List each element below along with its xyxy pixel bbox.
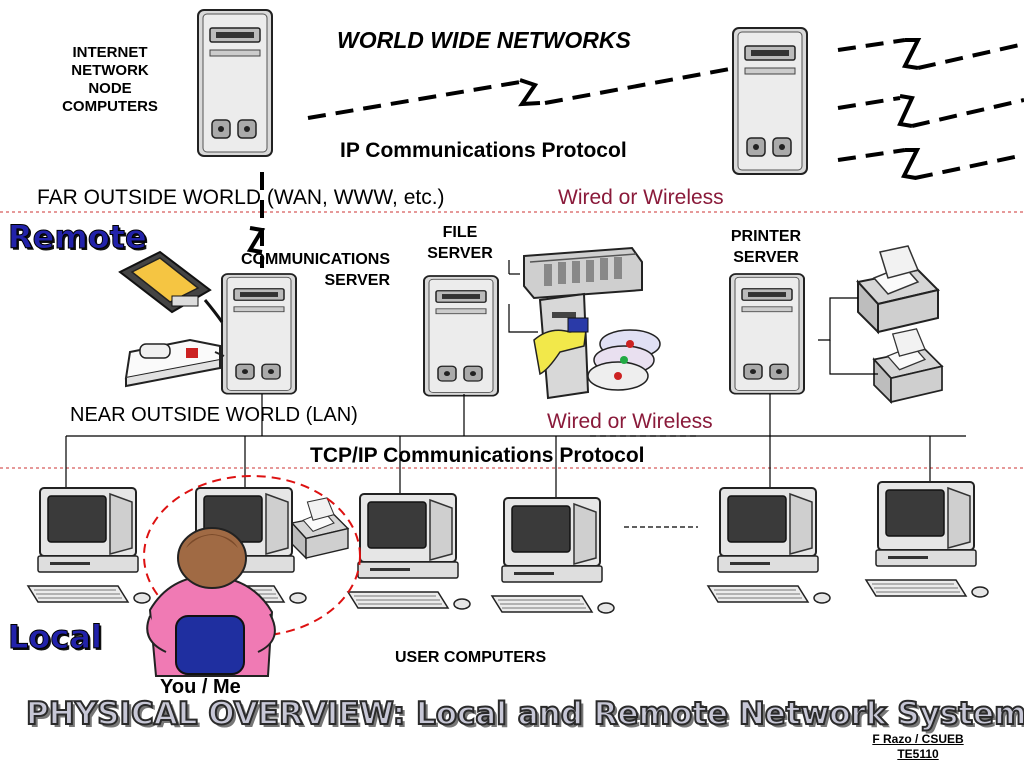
ip-protocol-label: IP Communications Protocol [340, 139, 627, 162]
user-computers-label: USER COMPUTERS [395, 649, 547, 666]
storage-array-icon [523, 246, 643, 300]
telephone-icon [124, 338, 225, 388]
internet-node-computer-1 [197, 9, 273, 157]
world-wide-networks-title: WORLD WIDE NETWORKS [337, 27, 631, 53]
user-person-icon [146, 527, 276, 677]
internet-node-computer-2 [732, 27, 808, 175]
wan-links [260, 38, 1024, 268]
wired-wireless-top-label: Wired or Wireless [558, 186, 724, 209]
cd-discs-icon [587, 329, 661, 391]
internet-node-line-3: NODE [88, 80, 132, 97]
you-me-label: You / Me [160, 676, 241, 698]
printer-icon-2 [873, 328, 943, 403]
main-title-wordart: PHYSICAL OVERVIEW: Local and Remote Netw… [25, 695, 1024, 733]
file-server-tower [423, 275, 499, 397]
internet-node-line-4: COMPUTERS [62, 98, 158, 115]
user-computer-1 [27, 487, 151, 604]
file-server-label: FILE SERVER [400, 222, 520, 264]
you-me-highlight [143, 475, 361, 637]
modem-icon [118, 250, 224, 323]
printer-server-line-1: PRINTER [730, 228, 802, 245]
comm-server-line-2: SERVER [324, 272, 390, 289]
user-computer-6 [865, 481, 989, 598]
comm-server-line-1: COMMUNICATIONS [240, 251, 390, 268]
printer-icon-1 [857, 245, 939, 333]
wired-wireless-bottom-label: Wired or Wireless [547, 410, 713, 433]
lightning-breaks [246, 38, 922, 254]
user-computer-3 [347, 493, 471, 610]
credit-line-2: TE5110 [897, 747, 939, 761]
user-computer-5 [707, 487, 831, 604]
credit-label: F Razo / CSUEB TE5110 [858, 732, 978, 762]
file-server-line-1: FILE [442, 224, 478, 241]
printer-server-line-2: SERVER [733, 249, 799, 266]
lan-connectors [65, 260, 966, 528]
printer-server-label: PRINTER SERVER [706, 226, 826, 268]
internet-node-label: INTERNET NETWORK NODE COMPUTERS [40, 44, 180, 116]
printer-server-tower [729, 273, 805, 395]
near-outside-world-label: NEAR OUTSIDE WORLD (LAN) [70, 404, 358, 426]
internet-node-line-1: INTERNET [72, 44, 148, 61]
remote-wordart: Remote [8, 218, 148, 257]
communications-server-label: COMMUNICATIONS SERVER [190, 249, 390, 291]
disk-insert-icon [533, 292, 590, 400]
credit-line-1: F Razo / CSUEB [872, 732, 964, 746]
user-computer-4 [491, 497, 615, 614]
file-server-line-2: SERVER [427, 245, 493, 262]
far-outside-world-label: FAR OUTSIDE WORLD (WAN, WWW, etc.) [37, 186, 445, 209]
communications-server-tower [221, 273, 297, 395]
internet-node-line-2: NETWORK [71, 62, 149, 79]
personal-printer-icon [291, 497, 349, 559]
local-wordart: Local [8, 618, 103, 657]
tcpip-protocol-label: TCP/IP Communications Protocol [310, 444, 645, 467]
